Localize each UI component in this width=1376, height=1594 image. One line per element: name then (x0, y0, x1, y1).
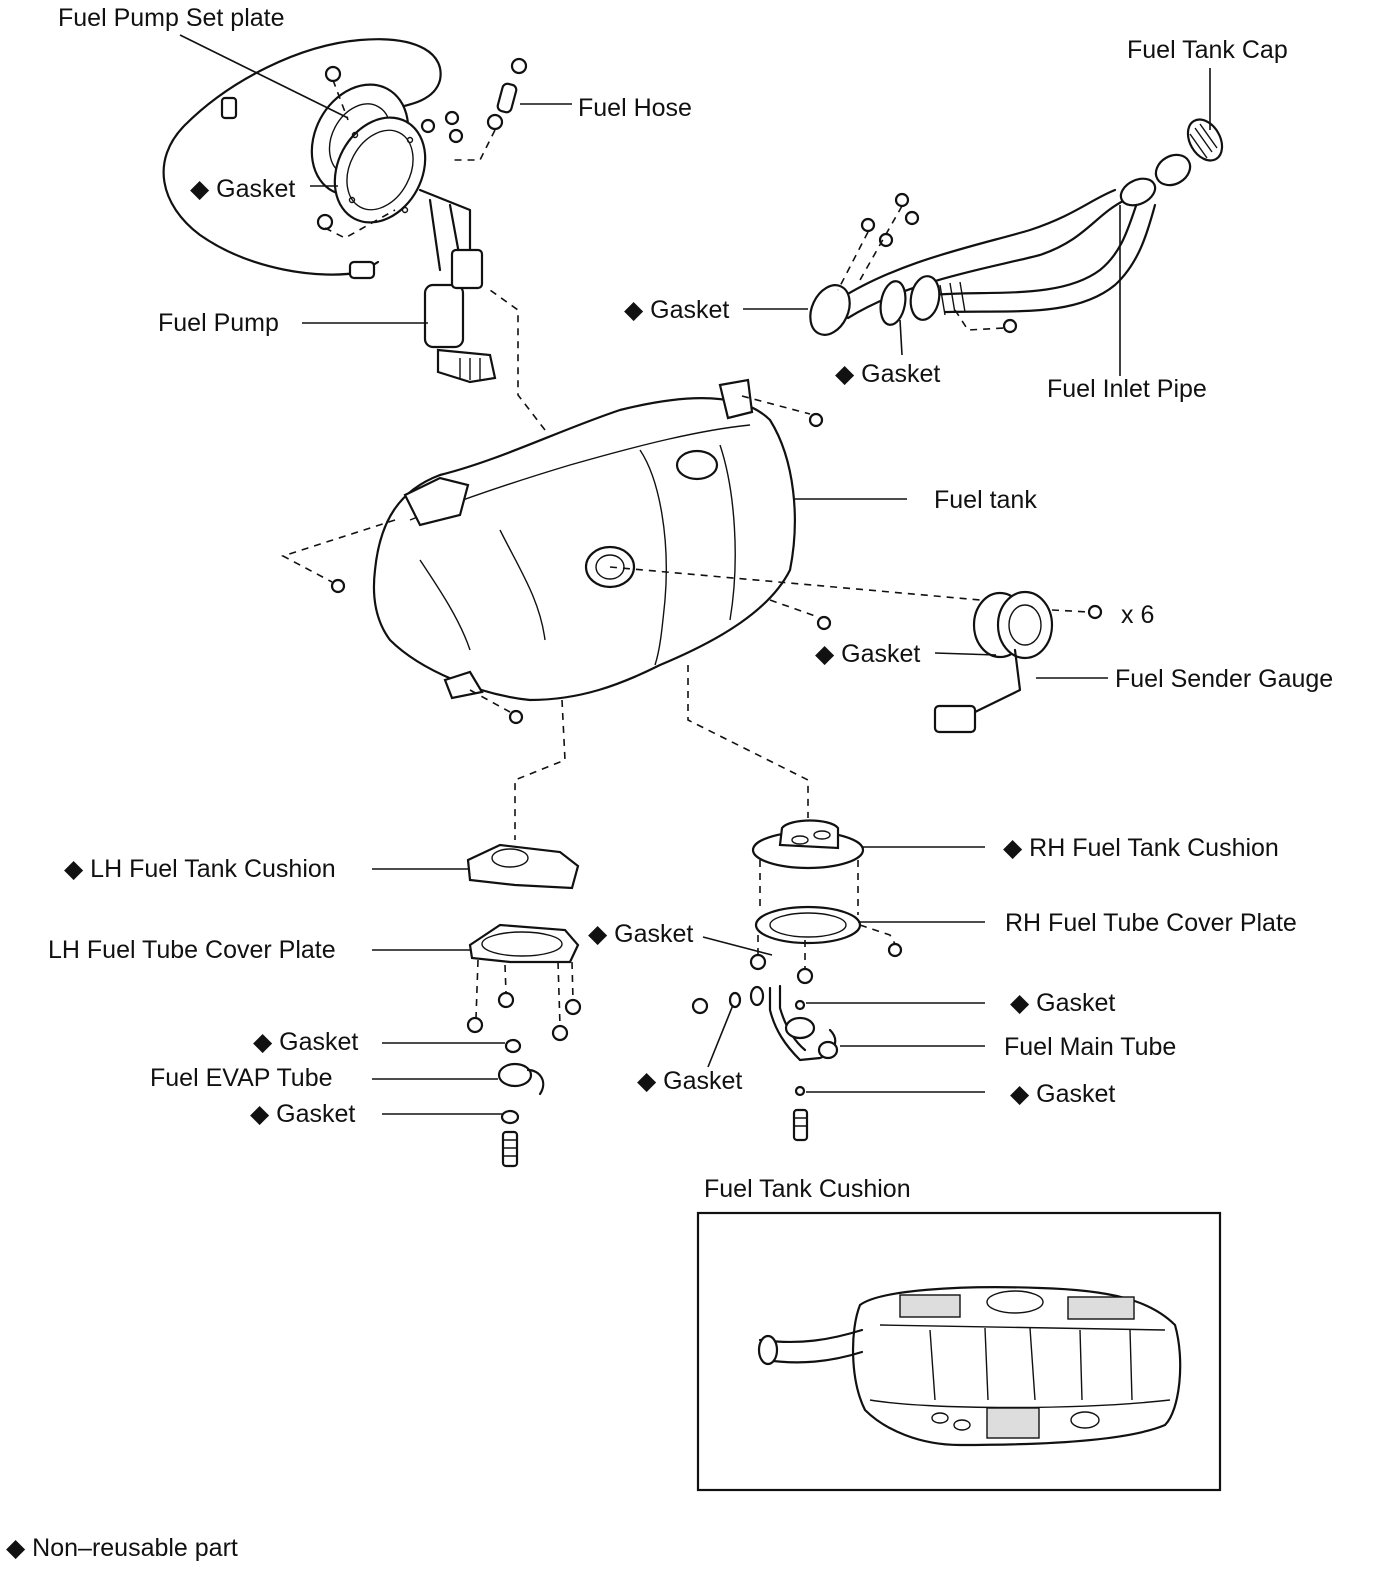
label-gasket-evap-upper: ◆ Gasket (253, 1028, 358, 1056)
inset-fuel-tank-view (757, 1286, 1182, 1447)
fuel-pump-body (418, 188, 497, 384)
fuel-hose-part (450, 57, 528, 161)
fuel-pump-wire-harness (162, 38, 442, 280)
legend-non-reusable: ◆ Non–reusable part (6, 1534, 238, 1562)
fuel-sender-gauge-part (933, 590, 1103, 734)
label-fuel-pump-set-plate: Fuel Pump Set plate (58, 4, 285, 32)
label-rh-fuel-tube-cover-plate: RH Fuel Tube Cover Plate (1005, 909, 1297, 937)
leader-lines (179, 34, 1211, 1115)
lh-fuel-tube-cover-plate-part (468, 923, 580, 964)
lh-bolts (466, 959, 582, 1042)
rh-fuel-tube-cover-plate-part (754, 905, 862, 945)
fuel-evap-tube-part (497, 1038, 545, 1168)
label-fuel-evap-tube: Fuel EVAP Tube (150, 1064, 333, 1092)
label-fuel-pump: Fuel Pump (158, 309, 279, 337)
label-gasket-inlet-1: ◆ Gasket (624, 296, 729, 324)
label-gasket-sender: ◆ Gasket (815, 640, 920, 668)
rh-fuel-tank-cushion-part (751, 819, 865, 870)
label-fuel-tank: Fuel tank (934, 486, 1037, 514)
label-lh-fuel-tube-cover-plate: LH Fuel Tube Cover Plate (48, 936, 336, 964)
label-fuel-inlet-pipe: Fuel Inlet Pipe (1047, 375, 1207, 403)
label-lh-fuel-tank-cushion: ◆ LH Fuel Tank Cushion (64, 855, 336, 883)
lh-fuel-tank-cushion-part (466, 843, 580, 890)
label-gasket-inlet-2: ◆ Gasket (835, 360, 940, 388)
lh-dash-link (514, 699, 566, 840)
label-fuel-tank-cap: Fuel Tank Cap (1127, 36, 1288, 64)
fuel-tank-cap-part (1154, 118, 1224, 187)
label-fuel-main-tube: Fuel Main Tube (1004, 1033, 1176, 1061)
fuel-pump-plate-gasket (333, 116, 427, 224)
label-gasket-main-upper: ◆ Gasket (1010, 989, 1115, 1017)
label-rh-fuel-tank-cushion: ◆ RH Fuel Tank Cushion (1003, 834, 1279, 862)
label-fuel-sender-gauge: Fuel Sender Gauge (1115, 665, 1333, 693)
fuel-inlet-pipe-part (809, 177, 1157, 336)
label-gasket-evap-lower: ◆ Gasket (250, 1100, 355, 1128)
rh-dash-link (687, 665, 809, 818)
label-gasket-pump: ◆ Gasket (190, 175, 295, 203)
fuel-tank-body (280, 289, 981, 725)
label-gasket-main-bolt: ◆ Gasket (637, 1067, 742, 1095)
label-gasket-main-lower: ◆ Gasket (1010, 1080, 1115, 1108)
rh-bolts (691, 860, 903, 1015)
fuel-pump-bolts (316, 65, 464, 239)
label-inset-title: Fuel Tank Cushion (704, 1175, 911, 1203)
label-fuel-hose: Fuel Hose (578, 94, 692, 122)
fuel-main-tube-part (768, 984, 839, 1142)
label-x6: x 6 (1121, 601, 1154, 629)
label-gasket-rh-cover: ◆ Gasket (588, 920, 693, 948)
